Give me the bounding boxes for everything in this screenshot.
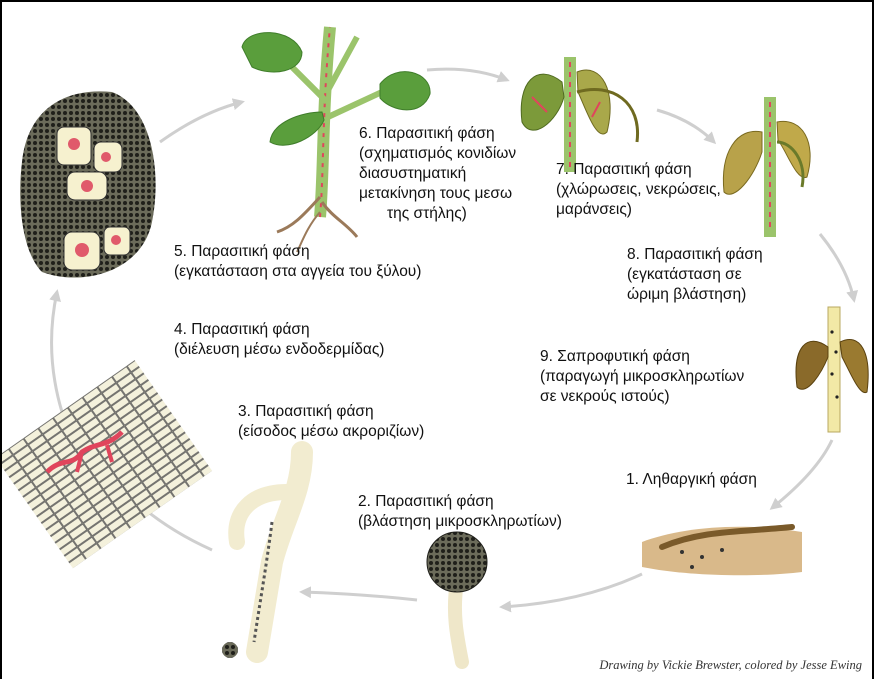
stage-6-title: 6. Παρασιτική φάση xyxy=(359,124,516,144)
stage-8-label: 8. Παρασιτική φάση (εγκατάσταση σε ώριμη… xyxy=(627,245,763,305)
stage-9-label: 9. Σαπροφυτική φάση (παραγωγή μικροσκληρ… xyxy=(540,347,744,407)
stage-1-title: 1. Ληθαργική φάση xyxy=(626,470,757,490)
stage-6-desc-4: της στήλης) xyxy=(359,204,516,224)
stage-6-desc-3: μετακίνηση τους μεσω xyxy=(359,184,516,204)
stage-8-title: 8. Παρασιτική φάση xyxy=(627,245,763,265)
stage-3-root-tip-illustration xyxy=(222,452,302,658)
stage-6-desc-1: (σχηματισμός κονιδίων xyxy=(359,144,516,164)
stage-7-desc-2: μαράνσεις) xyxy=(556,200,721,220)
stage-8-desc-2: ώριμη βλάστηση) xyxy=(627,285,763,305)
stage-2-desc-1: (βλάστηση μικροσκληρωτίων) xyxy=(358,512,562,532)
stage-3-title: 3. Παρασιτική φάση xyxy=(238,402,424,422)
stage-8-desc-1: (εγκατάσταση σε xyxy=(627,265,763,285)
stage-1-label: 1. Ληθαργική φάση xyxy=(626,470,757,490)
stage-3-label: 3. Παρασιτική φάση (είσοδος μέσω ακροριζ… xyxy=(238,402,424,442)
stage-2-title: 2. Παρασιτική φάση xyxy=(358,492,562,512)
stage-9-desc-2: σε νεκρούς ιστούς) xyxy=(540,387,744,407)
arrow-6-to-7 xyxy=(427,69,507,80)
stage-4-label: 4. Παρασιτική φάση (διέλευση μέσω ενδοδε… xyxy=(174,320,384,360)
stage-4-endodermis-illustration xyxy=(2,360,212,568)
arrow-8-to-9 xyxy=(820,234,854,300)
arrow-4-to-5 xyxy=(52,292,62,412)
stage-7-label: 7. Παρασιτική φάση (χλώρωσεις, νεκρώσεις… xyxy=(556,160,721,220)
stage-4-desc-1: (διέλευση μέσω ενδοδερμίδας) xyxy=(174,340,384,360)
stage-5-xylem-illustration xyxy=(20,91,155,277)
stage-7-desc-1: (χλώρωσεις, νεκρώσεις, xyxy=(556,180,721,200)
stage-3-desc-1: (είσοδος μέσω ακροριζίων) xyxy=(238,422,424,442)
arrow-1-to-2 xyxy=(502,574,642,607)
stage-8-mature-plant-illustration xyxy=(723,97,810,237)
stage-9-dead-plant-illustration xyxy=(796,307,868,432)
stage-4-title: 4. Παρασιτική φάση xyxy=(174,320,384,340)
arrow-7-to-8 xyxy=(657,110,714,142)
stage-6-label: 6. Παρασιτική φάση (σχηματισμός κονιδίων… xyxy=(359,124,516,224)
stage-7-wilting-plant-illustration xyxy=(521,57,637,172)
arrow-9-to-1 xyxy=(772,440,832,508)
stage-2-microsclerotium-illustration xyxy=(427,532,487,662)
stage-5-title: 5. Παρασιτική φάση xyxy=(174,242,421,262)
arrow-2-to-3 xyxy=(302,592,417,600)
stage-6-desc-2: διασυστηματική xyxy=(359,164,516,184)
illustration-credit: Drawing by Vickie Brewster, colored by J… xyxy=(599,658,862,673)
arrow-5-to-6 xyxy=(160,102,242,142)
stage-9-desc-1: (παραγωγή μικροσκληρωτίων xyxy=(540,367,744,387)
stage-5-desc-1: (εγκατάσταση στα αγγεία του ξύλου) xyxy=(174,262,421,282)
arrow-3-to-4 xyxy=(142,507,212,550)
stage-9-title: 9. Σαπροφυτική φάση xyxy=(540,347,744,367)
stage-1-soil-illustration xyxy=(642,527,802,575)
stage-2-label: 2. Παρασιτική φάση (βλάστηση μικροσκληρω… xyxy=(358,492,562,532)
stage-7-title: 7. Παρασιτική φάση xyxy=(556,160,721,180)
stage-5-label: 5. Παρασιτική φάση (εγκατάσταση στα αγγε… xyxy=(174,242,421,282)
